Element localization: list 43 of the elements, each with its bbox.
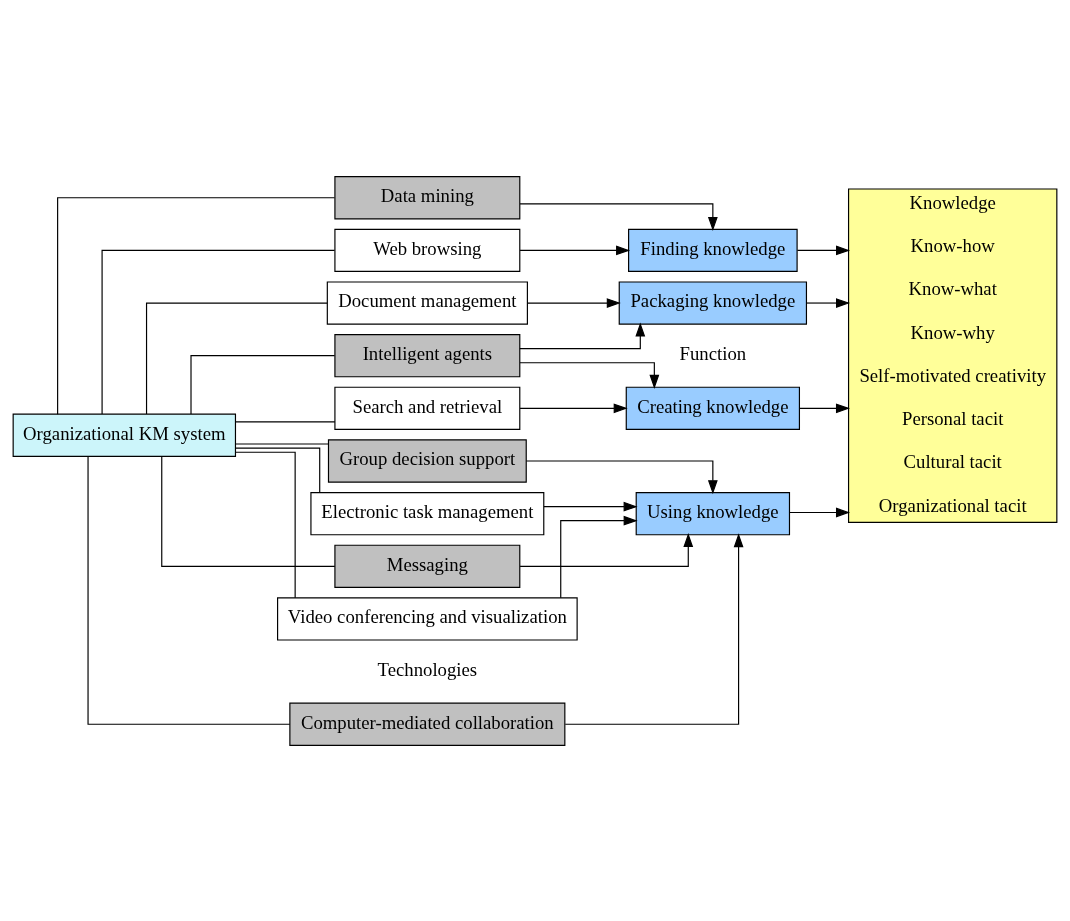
arrow bbox=[519, 202, 718, 231]
node-box: Finding knowledge bbox=[628, 228, 798, 272]
connector bbox=[235, 451, 296, 598]
connector bbox=[57, 196, 336, 415]
connector bbox=[235, 447, 321, 493]
node-box: Computer-mediated collaboration bbox=[289, 702, 566, 746]
node-box: Packaging knowledge bbox=[618, 280, 808, 325]
node-box: Electronic task management bbox=[310, 491, 545, 535]
connector bbox=[101, 249, 336, 415]
arrow bbox=[789, 507, 851, 517]
label: Technologies bbox=[377, 658, 478, 680]
label: Function bbox=[679, 342, 747, 364]
arrow bbox=[519, 244, 631, 255]
arrow bbox=[519, 402, 628, 413]
arrow bbox=[525, 459, 718, 494]
arrow bbox=[560, 515, 638, 598]
node-box: Document management bbox=[326, 280, 528, 325]
connector bbox=[190, 354, 336, 415]
arrow bbox=[798, 402, 850, 413]
node-box: Using knowledge bbox=[635, 491, 791, 535]
arrow bbox=[543, 501, 638, 512]
arrow bbox=[796, 244, 851, 255]
arrow bbox=[806, 297, 851, 308]
connector bbox=[235, 420, 336, 422]
node-box: Video conferencing and visualization bbox=[277, 596, 578, 641]
arrow bbox=[519, 322, 646, 349]
node-box: Group decision support bbox=[327, 438, 527, 483]
connector bbox=[161, 455, 336, 567]
node-box: Organizational KM system bbox=[12, 413, 237, 457]
connector bbox=[145, 301, 328, 415]
connector bbox=[87, 455, 291, 725]
node-box: Data mining bbox=[334, 175, 521, 219]
arrow bbox=[519, 532, 694, 567]
arrow bbox=[564, 532, 744, 725]
node-box: Intelligent agents bbox=[334, 333, 521, 377]
node-box: Creating knowledge bbox=[625, 386, 800, 430]
node-box: Web browsing bbox=[334, 228, 521, 272]
arrow bbox=[527, 297, 621, 308]
node-box: Knowledge Know-how Know-what Know-why Self-motivated creativity Personal tacit Cultural tacit Organizational tacit bbox=[848, 187, 1058, 523]
arrow bbox=[519, 361, 660, 389]
node-box: Search and retrieval bbox=[334, 386, 521, 430]
node-box: Messaging bbox=[334, 544, 521, 588]
connector bbox=[235, 442, 329, 445]
